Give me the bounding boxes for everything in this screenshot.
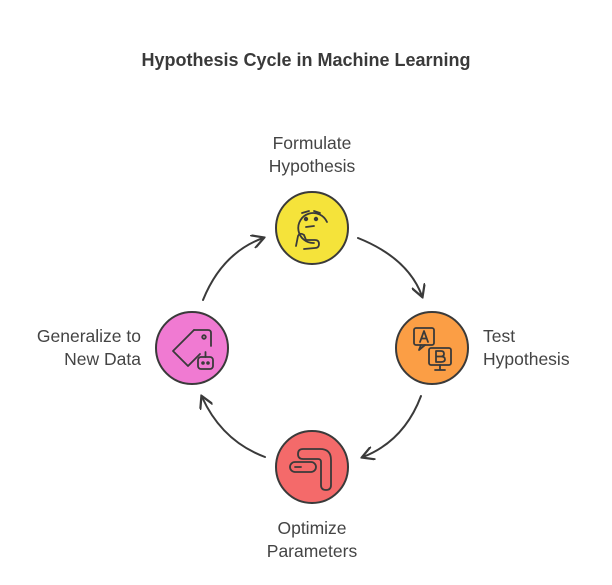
node-test-hypothesis [395, 311, 469, 385]
arrow-generalize-to-formulate [202, 238, 263, 301]
thinking-face-icon [295, 210, 328, 250]
label-optimize-parameters: Optimize Parameters [266, 518, 358, 561]
ab-test-icon [413, 327, 452, 371]
label-generalize-new-data: Generalize to New Data [36, 326, 141, 369]
node-generalize-new-data [155, 311, 229, 385]
cycle-arrows [202, 238, 422, 457]
node-formulate-hypothesis [275, 191, 349, 265]
node-optimize-parameters [275, 430, 349, 504]
label-formulate-hypothesis: Formulate Hypothesis [268, 133, 356, 176]
arrow-formulate-to-test [357, 237, 422, 296]
label-test-hypothesis: Test Hypothesis [483, 326, 570, 369]
arrow-optimize-to-generalize [202, 397, 266, 458]
route-arrow-icon [289, 448, 332, 491]
diagram-title: Hypothesis Cycle in Machine Learning [141, 50, 471, 70]
price-tag-robot-icon [172, 329, 214, 370]
arrow-test-to-optimize [363, 395, 422, 457]
